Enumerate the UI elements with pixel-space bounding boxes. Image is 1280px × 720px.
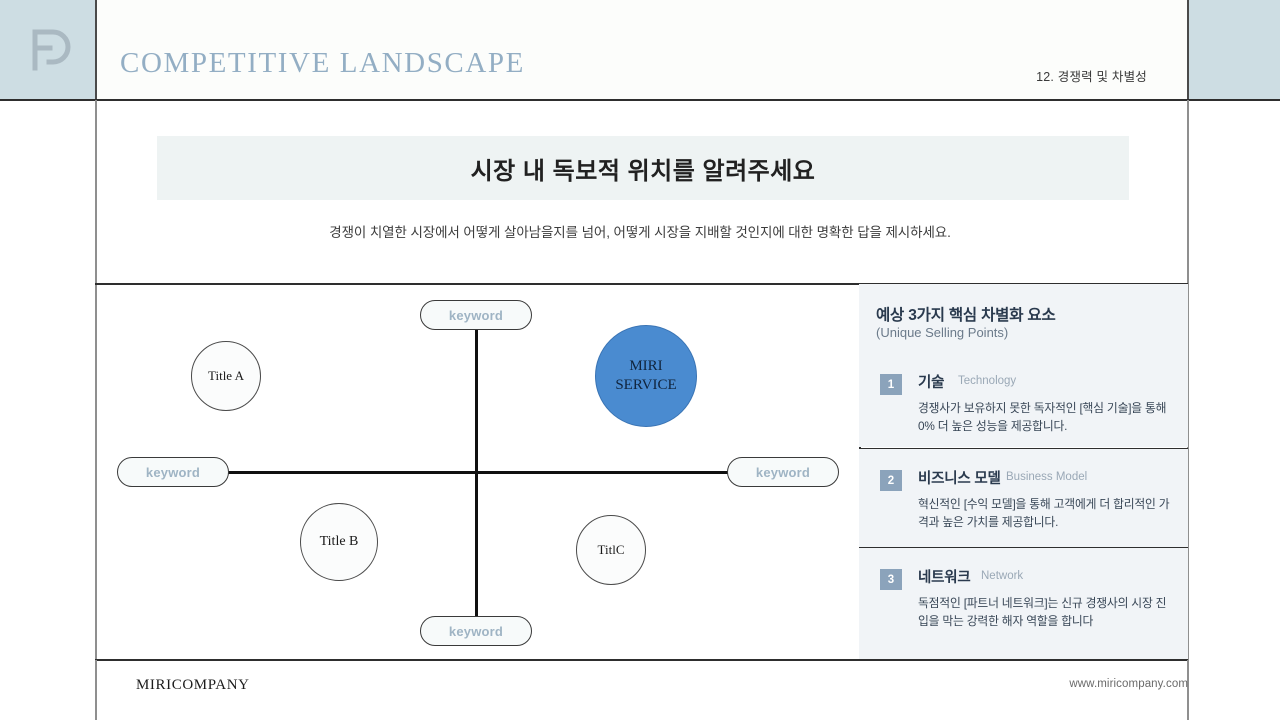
axis-label-bottom-text: keyword — [448, 623, 504, 639]
competitor-node-a[interactable]: Title A — [191, 341, 261, 411]
usp-name-1: 기술 — [918, 375, 945, 391]
headline-text: 시장 내 독보적 위치를 알려주세요 — [470, 157, 816, 185]
axis-label-left-text: keyword — [145, 464, 201, 480]
usp-name-3: 네트워크 — [918, 570, 971, 586]
brand-logo-icon — [32, 29, 70, 71]
header-divider-right — [1187, 0, 1189, 100]
section-tag: 12. 경쟁력 및 차별성 — [1036, 70, 1147, 84]
logo-block — [0, 0, 95, 100]
footer-border-right — [1187, 660, 1189, 720]
usp-name-en-2: Business Model — [1006, 471, 1088, 483]
subtitle-text: 경쟁이 치열한 시장에서 어떻게 살아남을지를 넘어, 어떻게 시장을 지배할 … — [329, 225, 951, 240]
footer-url[interactable]: www.miricompany.com — [1069, 678, 1188, 690]
usp-panel: 예상 3가지 핵심 차별화 요소 (Unique Selling Points)… — [859, 284, 1188, 660]
footer-top-rule — [95, 659, 1188, 661]
own-service-line1: MIRI — [629, 358, 663, 375]
axis-horizontal — [123, 471, 828, 474]
usp-desc-3: 독점적인 [파트너 네트워크]는 신규 경쟁사의 시장 진입을 막는 강력한 해… — [918, 596, 1167, 629]
usp-card-3[interactable]: 3 네트워크 Network 독점적인 [파트너 네트워크]는 신규 경쟁사의 … — [859, 547, 1188, 660]
competitor-node-c[interactable]: TitlC — [576, 515, 646, 585]
header-bottom-rule — [0, 99, 1280, 101]
usp-desc-1: 경쟁사가 보유하지 못한 독자적인 [핵심 기술]을 통해 0% 더 높은 성능… — [918, 401, 1167, 434]
header-divider-left — [95, 0, 97, 100]
footer-border-left — [95, 660, 97, 720]
axis-label-bottom[interactable]: keyword — [420, 616, 532, 646]
slide-header: COMPETITIVE LANDSCAPE 12. 경쟁력 및 차별성 — [0, 0, 1280, 101]
usp-name-en-1: Technology — [958, 375, 1017, 387]
usp-badge-2: 2 — [880, 470, 902, 491]
headline-banner: 시장 내 독보적 위치를 알려주세요 — [157, 136, 1129, 200]
axis-label-top[interactable]: keyword — [420, 300, 532, 330]
axis-label-right[interactable]: keyword — [727, 457, 839, 487]
footer-brand: MIRICOMPANY — [136, 677, 250, 693]
axis-label-right-text: keyword — [755, 464, 811, 480]
usp-card-2[interactable]: 2 비즈니스 모델 Business Model 혁신적인 [수익 모델]을 통… — [859, 448, 1188, 547]
competitor-node-b[interactable]: Title B — [300, 503, 378, 581]
axis-label-top-text: keyword — [448, 307, 504, 323]
axis-label-left[interactable]: keyword — [117, 457, 229, 487]
usp-panel-title: 예상 3가지 핵심 차별화 요소 — [876, 307, 1056, 324]
positioning-map: keyword keyword keyword keyword Title A … — [95, 284, 860, 660]
header-accent-block — [1188, 0, 1280, 100]
usp-badge-3: 3 — [880, 569, 902, 590]
page-title: COMPETITIVE LANDSCAPE — [120, 47, 525, 79]
banner-bottom-rule — [95, 283, 1188, 285]
usp-badge-1: 1 — [880, 374, 902, 395]
own-service-node[interactable]: MIRI SERVICE — [595, 325, 697, 427]
usp-card-1[interactable]: 1 기술 Technology 경쟁사가 보유하지 못한 독자적인 [핵심 기술… — [859, 353, 1188, 447]
usp-name-2: 비즈니스 모델 — [918, 471, 1001, 487]
usp-panel-subtitle: (Unique Selling Points) — [876, 325, 1009, 340]
usp-desc-2: 혁신적인 [수익 모델]을 통해 고객에게 더 합리적인 가격과 높은 가치를 … — [918, 497, 1170, 530]
own-service-line2: SERVICE — [615, 377, 677, 393]
frame-border-left — [95, 100, 97, 660]
usp-name-en-3: Network — [981, 570, 1024, 582]
